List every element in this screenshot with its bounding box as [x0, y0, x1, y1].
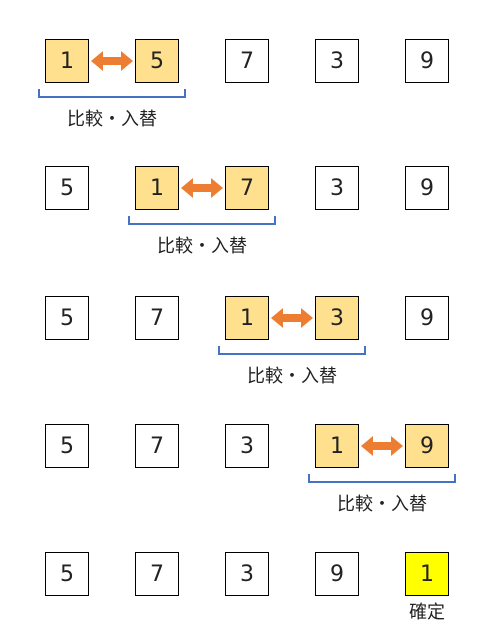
- number-box: 7: [135, 296, 179, 340]
- swap-arrow-shape: [361, 436, 403, 456]
- compare-bracket: [38, 89, 186, 98]
- swap-arrow-icon: [91, 51, 133, 71]
- number-box: 9: [405, 296, 449, 340]
- swap-arrow-shape: [271, 308, 313, 328]
- compare-swap-label: 比較・入替: [157, 236, 247, 257]
- number-box: 5: [135, 39, 179, 83]
- number-box: 9: [315, 552, 359, 596]
- compare-swap-label: 比較・入替: [67, 109, 157, 130]
- compare-swap-label: 比較・入替: [337, 494, 427, 515]
- swap-arrow-shape: [91, 51, 133, 71]
- number-box: 1: [45, 39, 89, 83]
- number-box: 5: [45, 424, 89, 468]
- number-box: 3: [225, 424, 269, 468]
- swap-arrow-icon: [271, 308, 313, 328]
- number-box: 7: [135, 552, 179, 596]
- number-box: 1: [135, 166, 179, 210]
- swap-arrow-shape: [181, 178, 223, 198]
- number-box: 7: [225, 166, 269, 210]
- number-box: 5: [45, 296, 89, 340]
- number-box: 9: [405, 166, 449, 210]
- number-box: 5: [45, 552, 89, 596]
- number-box: 1: [315, 424, 359, 468]
- number-box: 3: [225, 552, 269, 596]
- number-box: 3: [315, 39, 359, 83]
- fixed-label: 確定: [409, 602, 445, 623]
- compare-bracket: [218, 346, 366, 355]
- number-box: 3: [315, 296, 359, 340]
- number-box: 9: [405, 424, 449, 468]
- number-box: 7: [225, 39, 269, 83]
- compare-bracket: [308, 474, 456, 483]
- swap-arrow-icon: [181, 178, 223, 198]
- number-box: 1: [405, 552, 449, 596]
- number-box: 9: [405, 39, 449, 83]
- number-box: 5: [45, 166, 89, 210]
- number-box: 1: [225, 296, 269, 340]
- number-box: 3: [315, 166, 359, 210]
- compare-bracket: [128, 216, 276, 225]
- swap-arrow-icon: [361, 436, 403, 456]
- number-box: 7: [135, 424, 179, 468]
- compare-swap-label: 比較・入替: [247, 366, 337, 387]
